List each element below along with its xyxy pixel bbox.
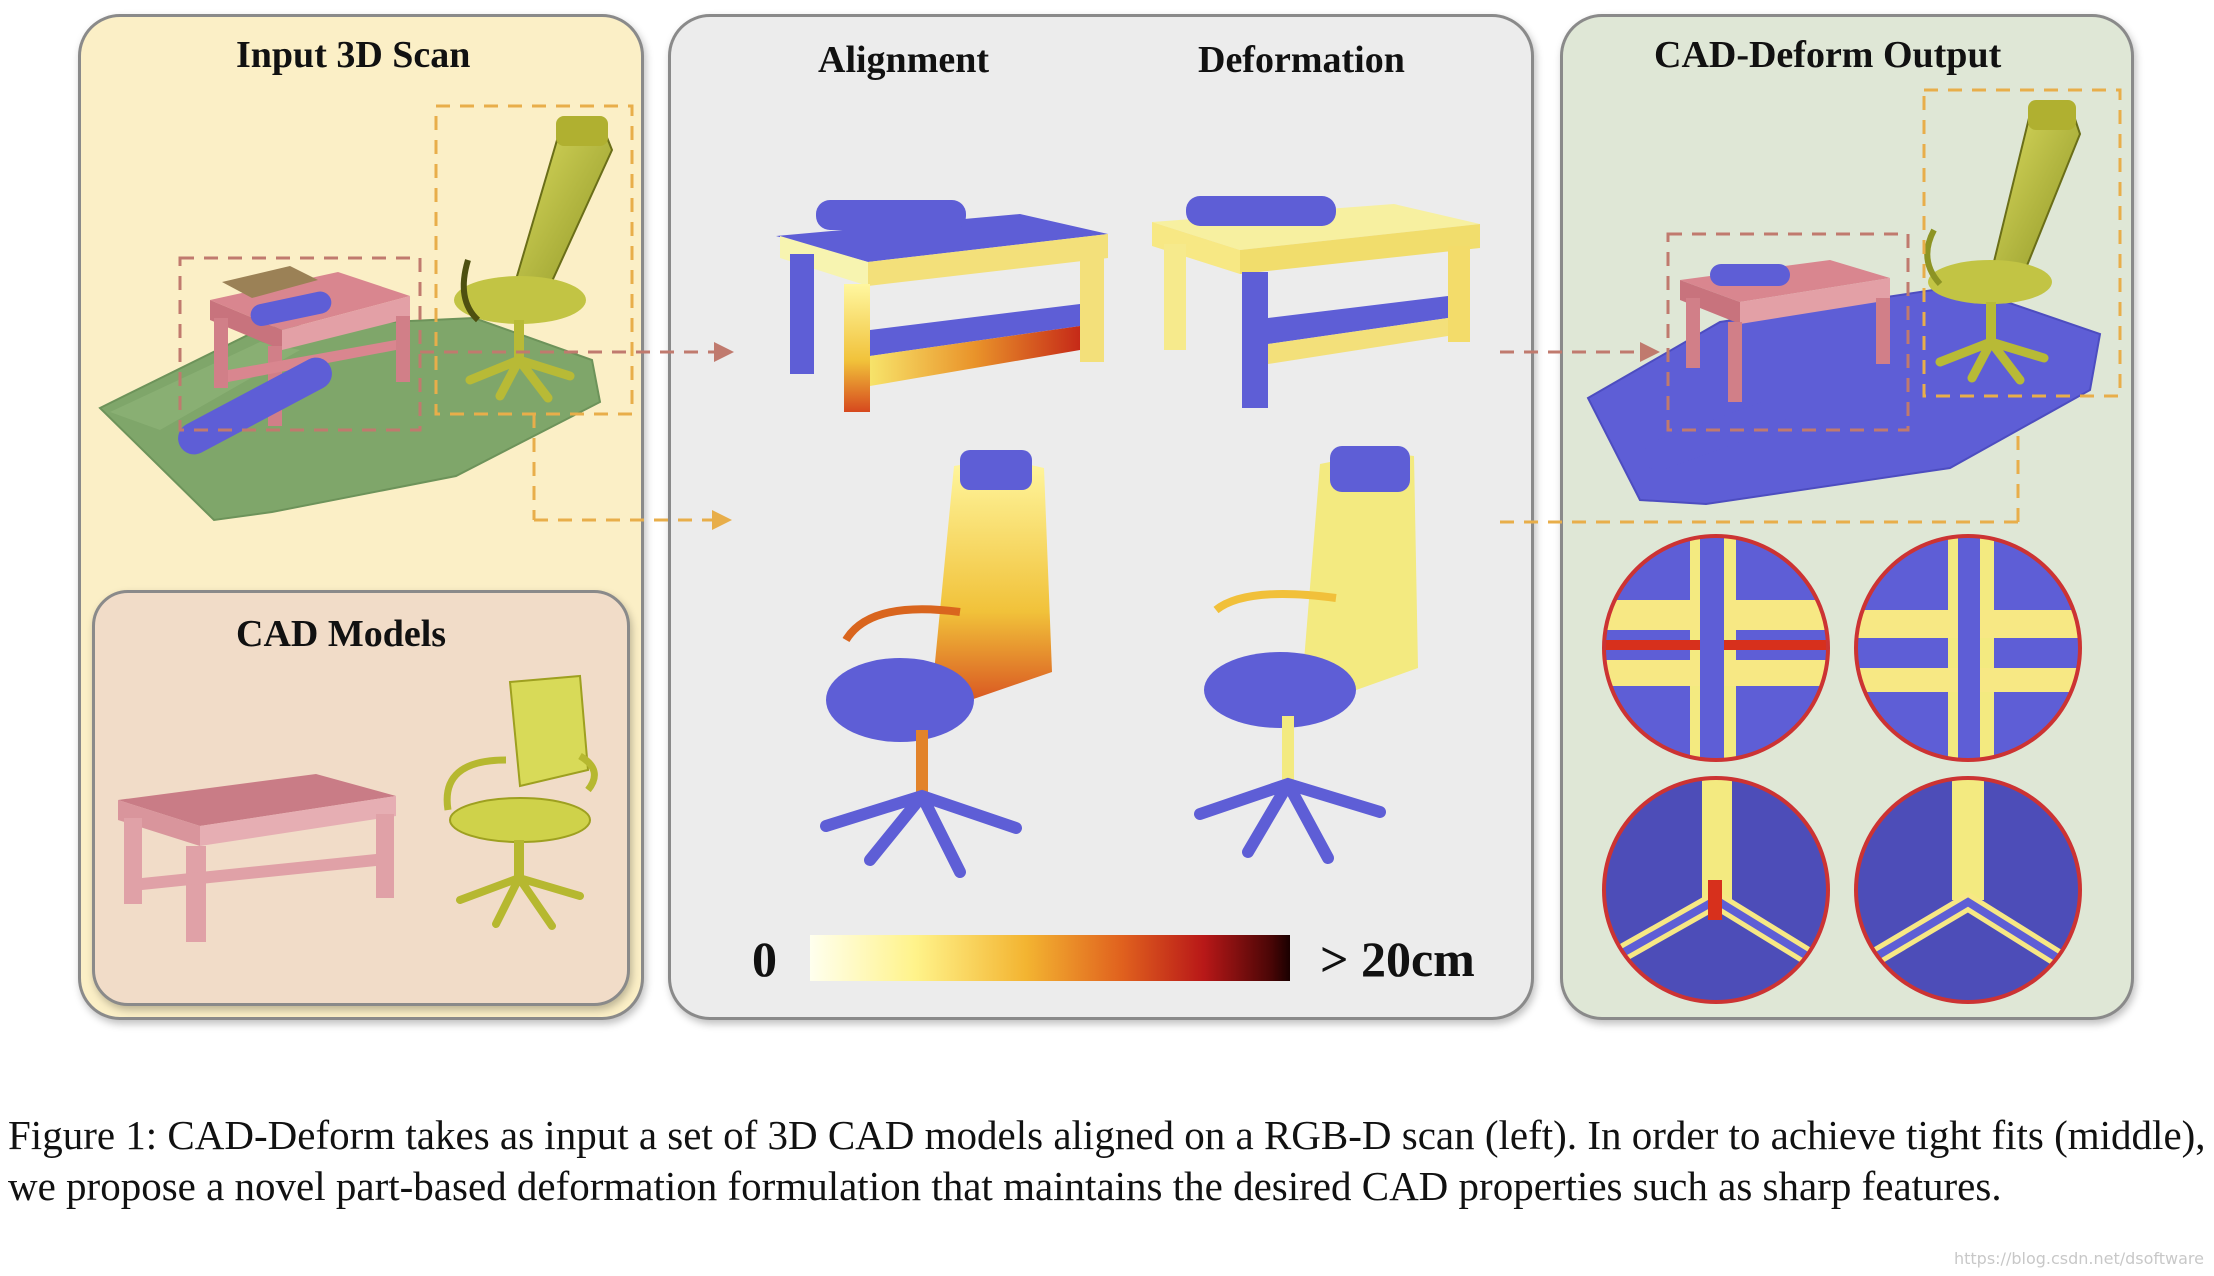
figure-caption: Figure 1: CAD-Deform takes as input a se… — [8, 1112, 2206, 1209]
cad-chair-model — [443, 674, 598, 930]
scan-table — [178, 266, 410, 455]
deformation-title: Deformation — [1198, 39, 1405, 81]
input-scan-title: Input 3D Scan — [236, 34, 471, 76]
output-table-dashed-box — [1666, 232, 1910, 432]
colorbar-min-label: 0 — [752, 931, 777, 987]
watermark: https://blog.csdn.net/dsoftware — [1953, 1249, 2204, 1268]
scan-table-dashed-box — [178, 256, 422, 432]
deformation-chair — [1194, 446, 1418, 864]
scan-chair — [454, 116, 614, 403]
output-scene — [1586, 100, 2102, 506]
zoom-circle-3 — [1602, 776, 1830, 1004]
alignment-title: Alignment — [818, 39, 989, 81]
zoom-circle-4 — [1854, 776, 2082, 1004]
output-chair-dashed-box — [1922, 88, 2122, 398]
cad-table-model — [118, 774, 396, 942]
zoom-circle-1 — [1602, 534, 1830, 762]
output-title: CAD-Deform Output — [1654, 34, 2002, 76]
colorbar-max-label: > 20cm — [1320, 931, 1475, 987]
error-colorbar — [810, 935, 1290, 981]
arrow-to-output-table — [1500, 342, 1660, 362]
alignment-chair — [820, 450, 1052, 878]
cad-models-title: CAD Models — [236, 613, 447, 655]
deformation-table — [1152, 196, 1480, 408]
arrow-table — [420, 342, 734, 362]
arrow-chair — [532, 414, 732, 530]
alignment-table — [776, 200, 1108, 412]
zoom-circle-2 — [1854, 534, 2082, 762]
